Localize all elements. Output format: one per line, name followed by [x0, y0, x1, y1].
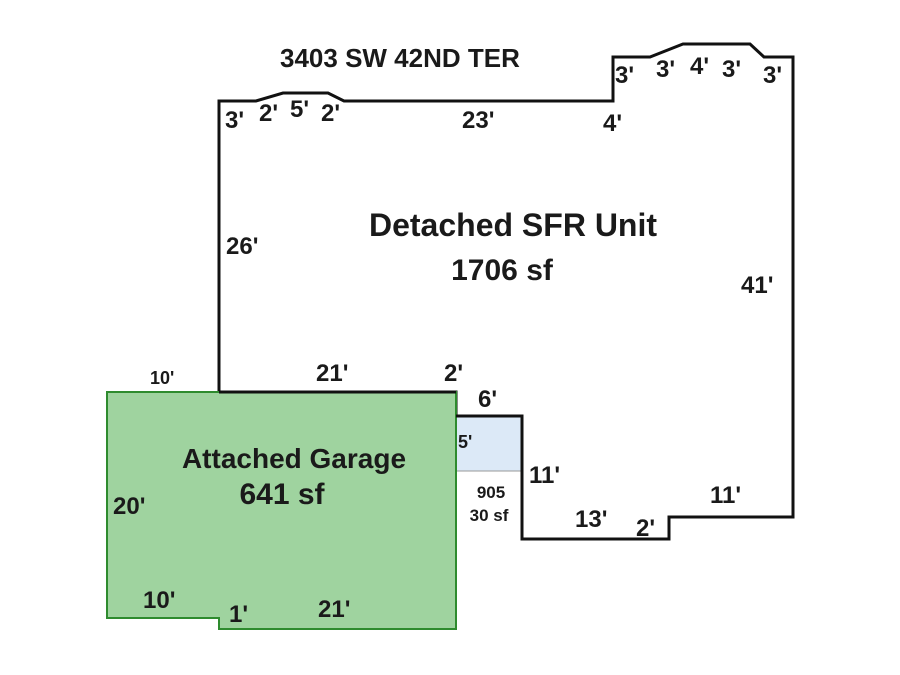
dim-garage-20: 20': [113, 493, 145, 520]
address-title: 3403 SW 42ND TER: [280, 43, 520, 73]
house-name: Detached SFR Unit: [369, 207, 657, 243]
dim-top-right-3c: 3': [722, 56, 741, 83]
dim-top-23: 23': [462, 107, 494, 134]
dim-right-41: 41': [741, 272, 773, 299]
house-size: 1706 sf: [451, 254, 554, 287]
dim-small-5: 5': [458, 432, 472, 452]
dim-mid-2: 2': [444, 360, 463, 387]
dim-top-left-3: 3': [225, 107, 244, 134]
dim-garage-1: 1': [229, 601, 248, 628]
dim-top-right-3d: 3': [763, 62, 782, 89]
dim-garage-21: 21': [318, 596, 350, 623]
dim-mid-10: 10': [150, 368, 174, 388]
dim-top-right-4: 4': [690, 53, 709, 80]
small-area-size: 30 sf: [470, 506, 509, 525]
dim-mid-21: 21': [316, 360, 348, 387]
dim-bottom-13: 13': [575, 506, 607, 533]
small-area-905: [456, 416, 522, 471]
dim-top-left-2b: 2': [321, 100, 340, 127]
dim-top-left-2a: 2': [259, 100, 278, 127]
dim-bottom-right-11: 11': [710, 482, 741, 509]
garage-size: 641 sf: [239, 478, 325, 511]
dim-bottom-2: 2': [636, 515, 655, 542]
dim-top-4: 4': [603, 110, 622, 137]
dim-top-left-5: 5': [290, 96, 309, 123]
small-area-code: 905: [477, 483, 505, 502]
dim-step-6: 6': [478, 386, 497, 413]
garage-name: Attached Garage: [182, 443, 406, 474]
dim-top-right-3a: 3': [615, 62, 634, 89]
dim-top-right-3b: 3': [656, 56, 675, 83]
dim-garage-10: 10': [143, 587, 175, 614]
dim-right-11a: 11': [529, 462, 560, 489]
dim-left-26: 26': [226, 233, 258, 260]
